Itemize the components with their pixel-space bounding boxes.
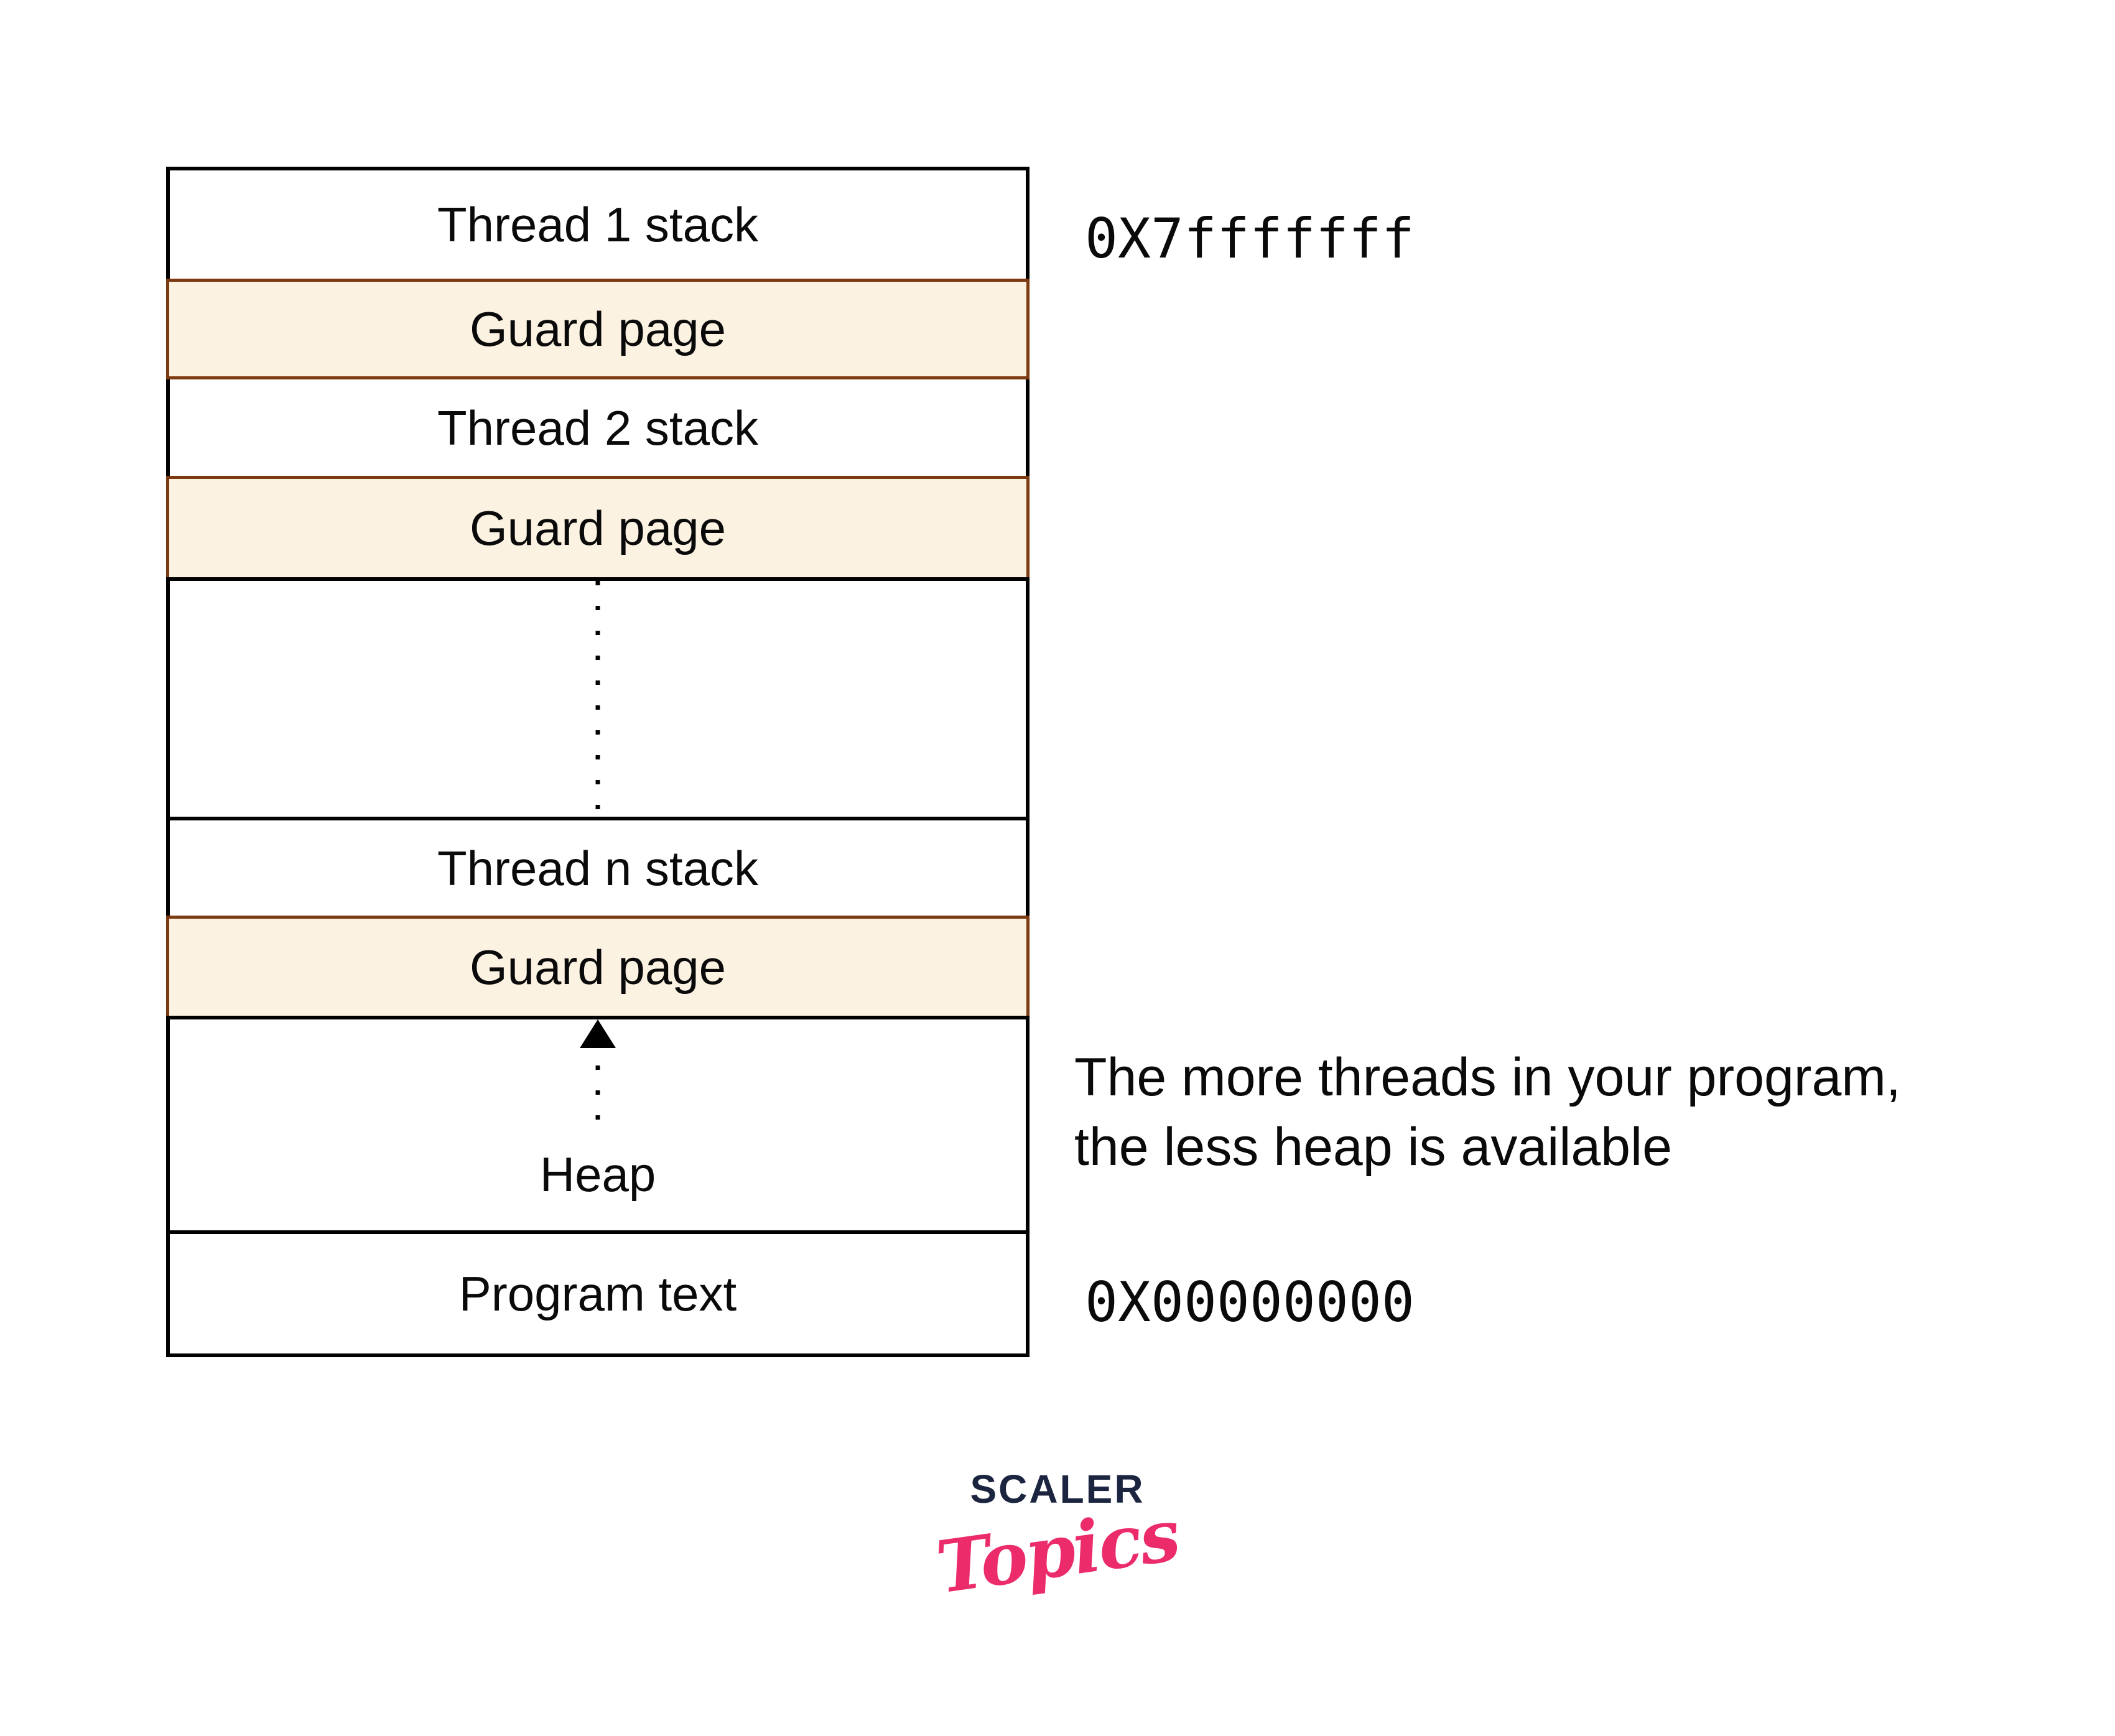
thread-n-stack-label: Thread n stack xyxy=(437,840,758,896)
thread-1-stack-label: Thread 1 stack xyxy=(437,197,758,252)
guard-page-2-label: Guard page xyxy=(470,501,726,555)
program-text-label: Program text xyxy=(458,1266,737,1321)
note-line-2: the less heap is available xyxy=(1074,1117,1672,1177)
high-address-label: 0X7fffffff xyxy=(1085,207,1415,271)
memory-row-heap: Heap xyxy=(170,1016,1026,1230)
memory-row-thread-n-stack: Thread n stack xyxy=(170,817,1026,916)
thread-2-stack-label: Thread 2 stack xyxy=(437,400,758,455)
memory-row-thread-2-stack: Thread 2 stack xyxy=(170,379,1026,476)
heap-growth-arrow-icon xyxy=(580,1019,616,1048)
note-line-1: The more threads in your program, xyxy=(1074,1047,1901,1107)
low-address-label: 0X00000000 xyxy=(1085,1270,1415,1334)
scaler-logo-wordmark: SCALER xyxy=(970,1467,1145,1511)
memory-row-program-text: Program text xyxy=(170,1230,1026,1353)
topics-logo-script: Topics xyxy=(931,1493,1184,1610)
heap-label: Heap xyxy=(539,1147,656,1202)
memory-row-guard-page-3: Guard page xyxy=(166,916,1030,1016)
guard-page-1-label: Guard page xyxy=(470,302,726,356)
vertical-ellipsis-icon xyxy=(595,581,600,817)
scaler-topics-logo: SCALER Topics xyxy=(0,1466,2115,1610)
memory-stack-box: Thread 1 stack Guard page Thread 2 stack… xyxy=(166,167,1030,1357)
guard-page-3-label: Guard page xyxy=(470,940,726,995)
memory-row-guard-page-1: Guard page xyxy=(166,279,1030,379)
threads-heap-note: The more threads in your program, the le… xyxy=(1074,1042,1901,1182)
heap-growth-dots-icon xyxy=(595,1065,600,1121)
memory-row-guard-page-2: Guard page xyxy=(166,476,1030,577)
memory-row-thread-1-stack: Thread 1 stack xyxy=(170,170,1026,279)
memory-row-ellipsis xyxy=(170,577,1026,817)
